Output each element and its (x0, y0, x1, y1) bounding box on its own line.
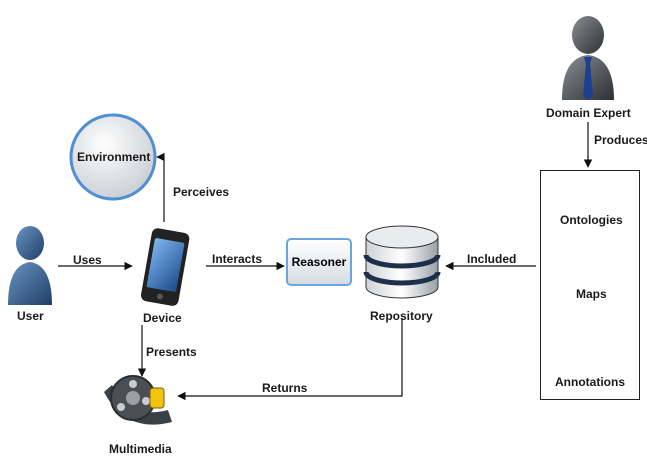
uses-edge-label: Uses (73, 253, 102, 267)
multimedia-label: Multimedia (109, 442, 172, 456)
produces-edge-label: Produces (594, 133, 647, 147)
environment-node (69, 113, 157, 201)
included-edge-label: Included (467, 252, 517, 266)
resources-box (540, 170, 640, 400)
reasoner-node: Reasoner (286, 238, 352, 286)
perceives-edge-label: Perceives (173, 185, 230, 199)
device-phone-icon (140, 228, 190, 306)
perceives-arrow (156, 152, 165, 222)
device-label: Device (143, 311, 182, 325)
annotations-label: Annotations (555, 375, 625, 389)
domain-expert-icon (562, 16, 614, 100)
user-icon (8, 226, 52, 305)
multimedia-film-icon (104, 375, 172, 425)
environment-label: Environment (77, 150, 151, 164)
repository-database-icon (363, 225, 441, 299)
maps-label: Maps (576, 287, 607, 301)
ontologies-label: Ontologies (560, 213, 623, 227)
presents-edge-label: Presents (146, 345, 197, 359)
domain-expert-label: Domain Expert (546, 106, 631, 120)
repository-label: Repository (370, 309, 433, 323)
returns-edge-label: Returns (262, 381, 308, 395)
returns-arrow (177, 318, 403, 401)
interacts-edge-label: Interacts (212, 252, 263, 266)
user-label: User (17, 309, 44, 323)
reasoner-label: Reasoner (291, 255, 347, 269)
